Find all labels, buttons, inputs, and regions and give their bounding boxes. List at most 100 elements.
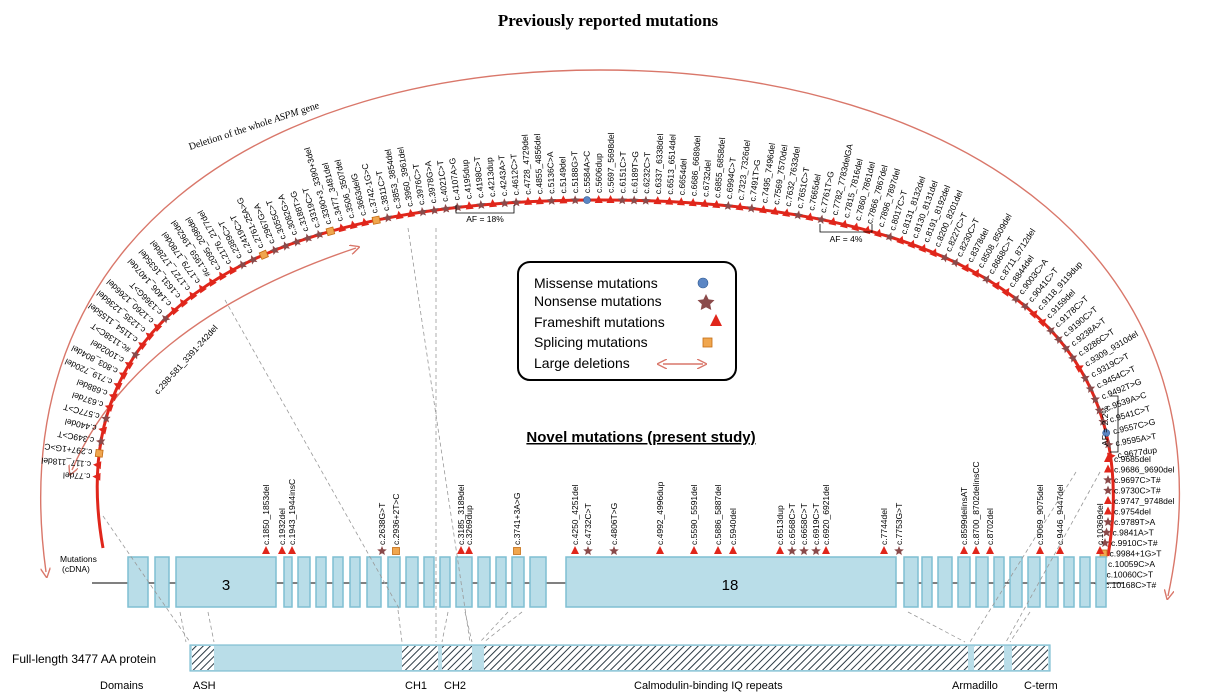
frameshift-marker	[113, 383, 123, 391]
af-bracket-2: AF = 2.2%	[1100, 395, 1119, 453]
frameshift-marker	[179, 299, 189, 308]
nonsense-marker	[248, 255, 258, 265]
nonsense-marker	[723, 200, 734, 211]
nonsense-marker	[440, 203, 451, 214]
arc-marker	[816, 214, 827, 224]
mutations-axis-label: Mutations	[60, 554, 97, 564]
arc-marker	[92, 472, 101, 481]
arc-marker	[113, 383, 123, 391]
arc-marker	[350, 220, 358, 230]
novel-mutation-label: c.2936+2T>C	[391, 493, 401, 545]
arc-marker	[676, 197, 685, 206]
nonsense-marker	[982, 274, 992, 285]
nonsense-marker	[641, 195, 651, 205]
frameshift-marker	[524, 196, 533, 205]
splicing-marker	[392, 547, 400, 555]
frameshift-marker	[278, 546, 286, 554]
arc-marker	[1102, 429, 1110, 437]
arc-marker	[229, 265, 238, 275]
arc-mutation-label: c.5149del	[557, 156, 568, 193]
arc-marker	[189, 291, 198, 301]
arc-marker	[314, 229, 324, 240]
nonsense-marker	[269, 245, 279, 255]
nonsense-marker	[1080, 373, 1090, 383]
arc-marker	[361, 217, 370, 227]
arc-marker	[94, 448, 104, 458]
arc-marker	[653, 196, 662, 205]
exon	[903, 556, 919, 608]
arc-marker	[782, 208, 790, 217]
frameshift-marker	[851, 222, 859, 232]
novel-mutation-label: c.4732C>T	[583, 503, 593, 545]
arc-marker	[1053, 334, 1064, 345]
novel-mutation-label: c.6513dup	[775, 505, 785, 545]
exon	[1009, 556, 1023, 608]
arc-marker	[896, 235, 904, 245]
arc-marker	[1068, 353, 1078, 363]
arc-marker	[918, 243, 926, 253]
frameshift-icon	[710, 314, 722, 326]
frameshift-marker	[288, 546, 296, 554]
nonsense-marker	[101, 413, 111, 423]
nonsense-marker	[1103, 485, 1113, 495]
frameshift-marker	[229, 265, 238, 275]
arc-marker	[108, 393, 118, 402]
splicing-marker	[94, 448, 104, 458]
nonsense-marker	[382, 212, 393, 223]
nonsense-marker	[314, 229, 324, 240]
novel-mutation-label: c.1932del	[277, 508, 287, 545]
exon	[283, 556, 293, 608]
arc-marker	[269, 245, 279, 255]
frameshift-marker	[1001, 287, 1010, 297]
arc-marker	[594, 195, 603, 204]
domain-armadillo-label: Armadillo	[952, 680, 998, 692]
frameshift-marker	[960, 546, 968, 554]
frameshift-marker	[929, 248, 937, 258]
novel-mutation-label: c.9446_9447del	[1055, 484, 1065, 545]
legend-large: Large deletions	[534, 355, 630, 371]
exon	[332, 556, 344, 608]
arc-marker	[758, 204, 767, 214]
novel-mutation-label: c.7753G>T	[894, 503, 904, 545]
arc-marker	[665, 196, 674, 205]
novel-mutation-label: c.5590_5591del	[689, 484, 699, 545]
arc-marker	[95, 436, 106, 447]
right-mutation-label: c.9841A>T	[1113, 528, 1154, 538]
exon	[439, 556, 451, 608]
novel-mutation-label: c.4992_4996dup	[655, 481, 665, 545]
novel-mutation-label: c.4806T>G	[609, 503, 619, 545]
frameshift-marker	[395, 210, 404, 220]
arc-mutation-label: c.5584A>C	[582, 151, 592, 193]
arc-marker	[476, 200, 486, 210]
domains-label: Domains	[100, 680, 144, 692]
splicing-icon	[702, 337, 713, 348]
domain-armadillo	[974, 646, 1004, 670]
exon	[975, 556, 989, 608]
exon	[477, 556, 491, 608]
splicing-marker	[325, 226, 336, 237]
frameshift-marker	[571, 546, 579, 554]
arc-marker	[219, 271, 227, 281]
nonsense-marker	[1011, 294, 1021, 304]
inner-deletion-label: c.298-581_3391-242del	[152, 323, 220, 397]
frameshift-marker	[338, 223, 347, 233]
exon-track	[127, 556, 1107, 608]
arc-marker	[382, 212, 393, 223]
arc-mutation-label: c.6686_6689del	[688, 135, 702, 196]
nonsense-marker	[1103, 517, 1113, 526]
novel-mutation-label: c.5940del	[728, 508, 738, 545]
exon	[297, 556, 311, 608]
exon	[495, 556, 507, 608]
arc-marker	[417, 207, 428, 217]
frameshift-marker	[98, 426, 108, 435]
frameshift-marker	[1036, 546, 1044, 554]
frameshift-marker	[465, 546, 473, 554]
nonsense-marker	[280, 241, 290, 251]
frameshift-marker	[1056, 546, 1064, 554]
nonsense-marker	[161, 314, 171, 324]
frameshift-marker	[880, 546, 888, 554]
arc-marker	[280, 241, 290, 251]
arc-marker	[951, 257, 961, 268]
nonsense-marker	[629, 195, 639, 205]
